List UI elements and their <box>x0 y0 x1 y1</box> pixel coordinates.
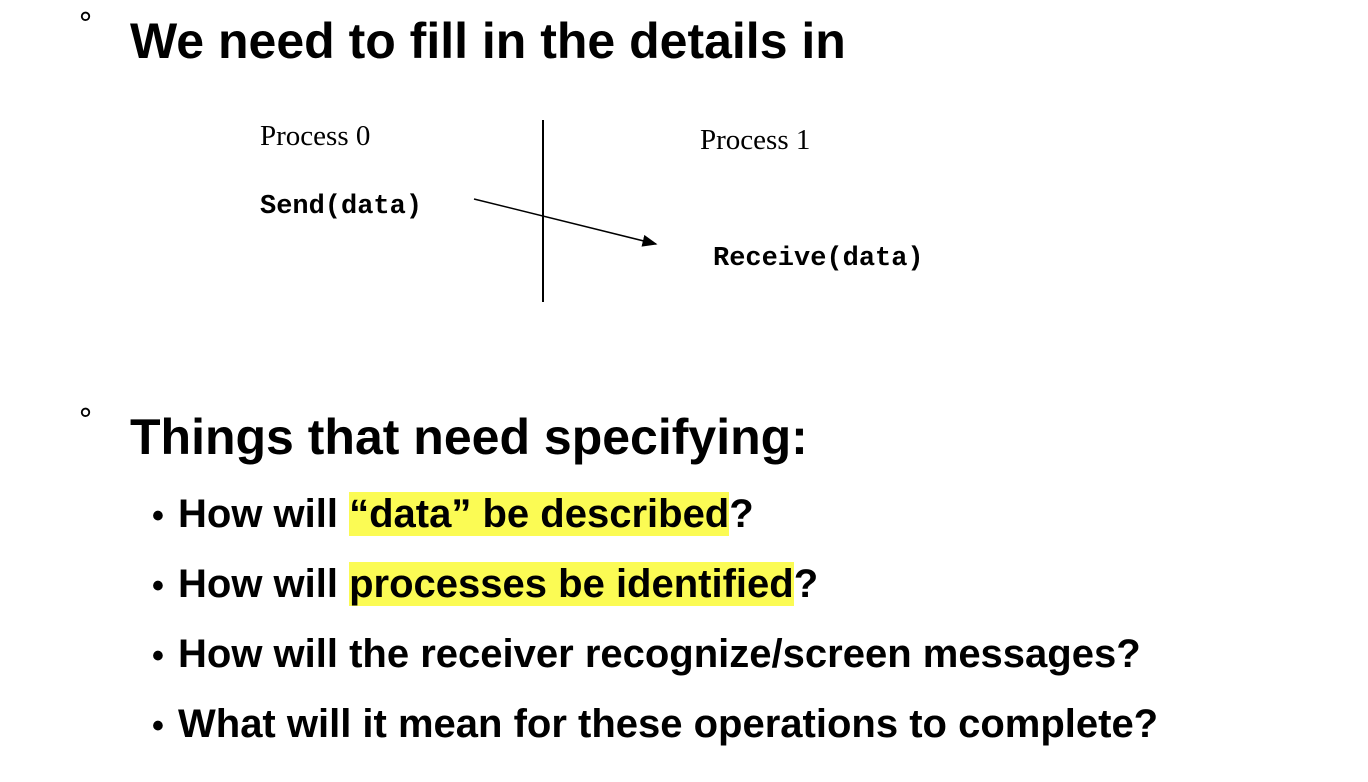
section-heading-specifying: Things that need specifying: <box>130 409 808 465</box>
process-0-label: Process 0 <box>260 120 371 152</box>
highlighted-text: processes be identified <box>349 562 794 606</box>
list-item: • What will it mean for these operations … <box>152 696 1158 766</box>
bullet-dot: • <box>152 637 164 675</box>
item-text-end: ? <box>793 562 819 606</box>
item-text: How will <box>178 562 350 606</box>
list-item: • How will “data” be described? <box>152 486 1158 556</box>
bullet-dot: • <box>152 707 164 745</box>
send-call-label: Send(data) <box>260 192 423 222</box>
item-text: How will <box>178 492 350 536</box>
send-receive-diagram: Process 0 Process 1 Send(data) Receive(d… <box>0 0 1368 360</box>
heading-bullet: ° <box>78 7 93 42</box>
bullet-dot: • <box>152 497 164 535</box>
process-1-label: Process 1 <box>700 124 811 156</box>
message-arrow <box>473 198 658 247</box>
item-text-end: ? <box>729 492 754 536</box>
receive-call-label: Receive(data) <box>713 244 924 274</box>
heading-bullet: ° <box>78 403 93 438</box>
item-text: What will it mean for these operations t… <box>178 702 1159 746</box>
diagram-lines <box>473 120 658 302</box>
bullet-dot: • <box>152 567 164 605</box>
list-item: • How will processes be identified? <box>152 556 1158 626</box>
specification-list: • How will “data” be described? • How will… <box>152 486 1158 766</box>
list-item: • How will the receiver recognize/screen … <box>152 626 1158 696</box>
highlighted-text: “data” be described <box>349 492 730 536</box>
section-heading-details: We need to fill in the details in <box>130 13 846 69</box>
item-text: How will the receiver recognize/screen m… <box>178 632 1141 676</box>
